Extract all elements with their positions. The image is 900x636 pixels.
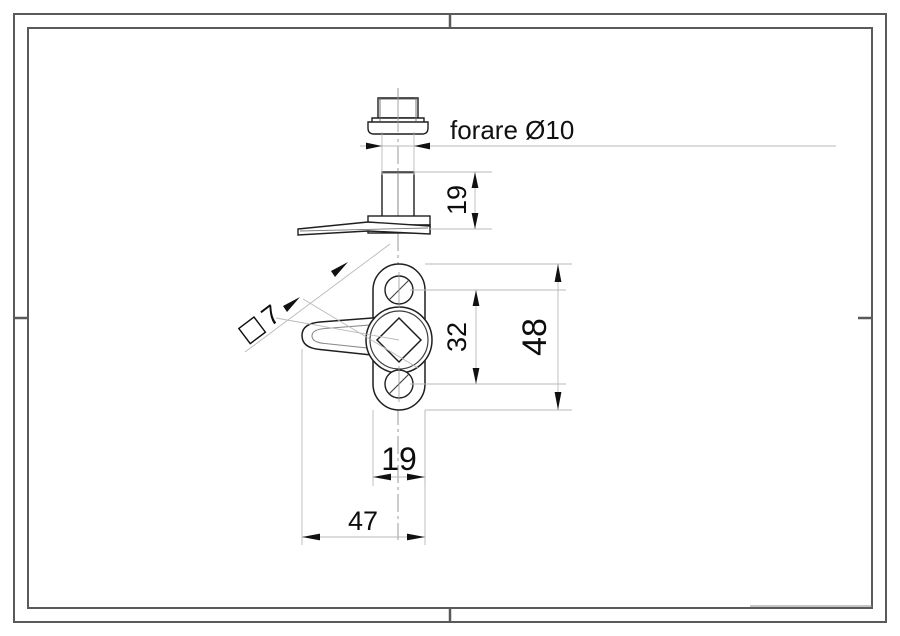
lever-handle-side [297,221,431,236]
square7-arrow-upper [331,262,348,277]
drill-note-text: forare Ø10 [450,115,574,145]
square7-dim-line [244,243,391,353]
plan-front-view [301,263,433,411]
square7-value-text: 7 [256,299,286,332]
square7-ext-line-b [302,298,419,369]
outer-border [13,13,887,623]
height-19-arrow-bottom [471,213,479,229]
dim19w-arrow-right [407,473,425,481]
dim32-arrow-top [472,290,480,306]
hole-centres-32-dimension: 32 [410,289,566,385]
plate-length-48-dimension: 48 [425,263,572,411]
square7-ext-line-a [275,317,400,341]
drill-arrow-left [366,142,382,150]
dim19w-text: 19 [381,441,417,477]
drill-arrow-right [414,142,430,150]
dim32-arrow-bottom [472,368,480,384]
dim47-arrow-right [407,533,425,541]
dim47-text: 47 [348,506,378,536]
side-elevation-view [297,92,431,236]
dim19w-arrow-left [373,473,391,481]
dim47-arrow-left [302,533,320,541]
dim48-arrow-bottom [554,392,562,410]
height-19-text: 19 [442,185,472,215]
dim48-text: 48 [516,318,554,356]
drill-diameter-dimension: forare Ø10 [360,115,836,150]
square7-arrow-lower [283,297,300,312]
height-19-arrow-top [471,172,479,188]
sheet-border-frame [13,13,887,623]
plate-width-19-dimension: 19 [372,410,426,486]
dim32-text: 32 [442,322,472,352]
overall-length-47-dimension: 47 [301,349,426,545]
height-19-dimension: 19 [414,171,492,230]
lever-handle-side-seam [299,227,429,232]
lever-handle-plan-inner [311,322,397,352]
square-symbol-glyph [237,316,267,345]
dim48-arrow-top [554,264,562,282]
